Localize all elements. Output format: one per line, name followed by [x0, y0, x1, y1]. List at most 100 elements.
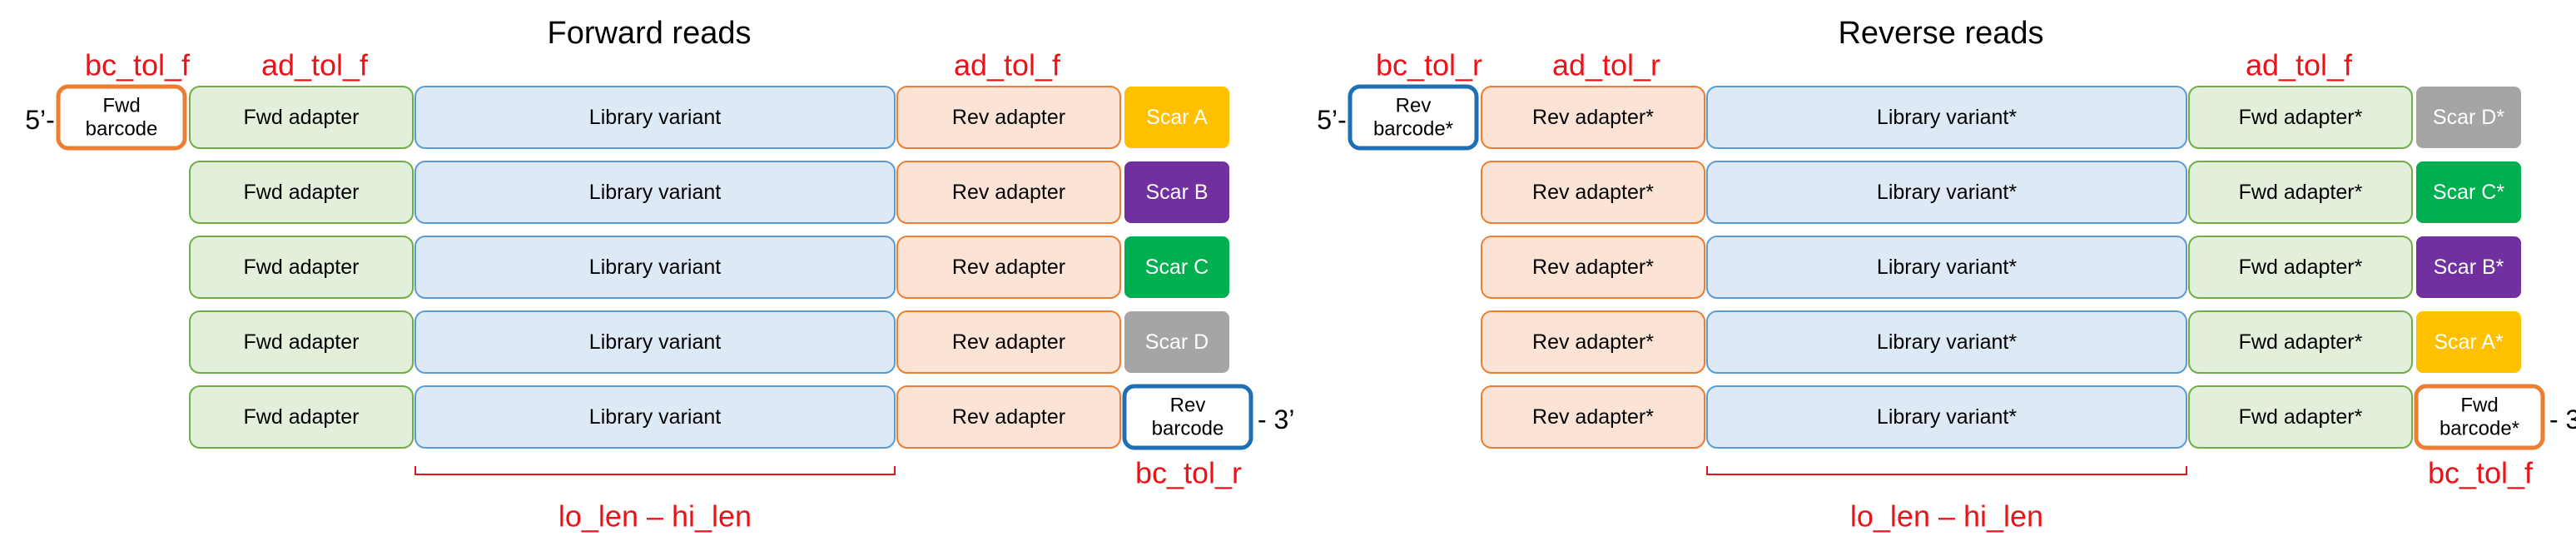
three-prime-label: - 3’ — [1258, 405, 1294, 434]
adapter-right-box — [896, 236, 1121, 299]
adapter-right-box — [2188, 86, 2413, 149]
library-variant-box — [414, 385, 896, 449]
adapter-right-label: Rev adapter — [952, 405, 1065, 429]
read-row: Rev adapter* Library variant* Fwd adapter*… — [1481, 86, 2521, 149]
adapter-right-box — [2188, 310, 2413, 374]
adapter-right-label: Rev adapter — [952, 181, 1065, 204]
adapter-left-box — [1481, 236, 1705, 299]
adapter-right-box — [2188, 236, 2413, 299]
library-variant-label: Library variant — [589, 405, 721, 429]
read-row: Rev adapter* Library variant* Fwd adapter*… — [1481, 310, 2521, 374]
tolerance-label-ad-tol-f-right: ad_tol_f — [954, 48, 1061, 82]
tolerance-label-bc-tol-f: bc_tol_f — [2428, 456, 2534, 490]
library-variant-box — [1706, 161, 2187, 224]
library-variant-box — [1706, 236, 2187, 299]
scar-label: Scar D — [1145, 330, 1209, 354]
adapter-right-label: Fwd adapter* — [2239, 181, 2363, 204]
adapter-right-label: Fwd adapter* — [2239, 106, 2363, 129]
adapter-right-label: Fwd adapter* — [2239, 405, 2363, 429]
scar-label: Scar A* — [2434, 330, 2504, 354]
adapter-left-label: Fwd adapter — [244, 256, 360, 279]
scar-label: Scar C — [1145, 256, 1209, 279]
adapter-left-box — [189, 236, 414, 299]
adapter-left-label: Rev adapter* — [1532, 330, 1654, 354]
read-row: Rev adapter* Library variant* Fwd adapter*… — [1481, 161, 2521, 224]
adapter-left-box — [1481, 310, 1705, 374]
library-variant-label: Library variant — [589, 181, 721, 204]
tolerance-label-bc-tol-r: bc_tol_r — [1376, 48, 1482, 82]
end-barcode-box — [2414, 384, 2545, 450]
adapter-left-box — [1481, 86, 1705, 149]
scar-box — [1124, 311, 1229, 373]
scar-label: Scar B* — [2434, 256, 2504, 279]
scar-box — [2416, 236, 2521, 298]
adapter-right-label: Rev adapter — [952, 106, 1065, 129]
start-barcode-box — [56, 84, 187, 151]
tolerance-label-ad-tol-r: ad_tol_r — [1552, 48, 1660, 82]
length-range-label: lo_len – hi_len — [558, 499, 752, 534]
adapter-right-label: Fwd adapter* — [2239, 330, 2363, 354]
three-prime-label: - 3’ — [2549, 405, 2576, 434]
adapter-right-label: Fwd adapter* — [2239, 256, 2363, 279]
scar-box — [1124, 161, 1229, 223]
adapter-left-box — [189, 385, 414, 449]
library-variant-label: Library variant* — [1877, 330, 2017, 354]
adapter-left-box — [189, 161, 414, 224]
adapter-right-box — [896, 385, 1121, 449]
library-variant-label: Library variant — [589, 106, 721, 129]
library-variant-label: Library variant* — [1877, 256, 2017, 279]
adapter-left-label: Fwd adapter — [244, 405, 360, 429]
library-variant-box — [414, 161, 896, 224]
scar-box — [2416, 161, 2521, 223]
scar-box — [2416, 311, 2521, 373]
library-variant-label: Library variant* — [1877, 405, 2017, 429]
tolerance-label-ad-tol-f-left: ad_tol_f — [261, 48, 369, 82]
end-barcode-box — [1122, 384, 1253, 450]
read-row: Rev adapter* Library variant* Fwd adapter* — [1481, 385, 2413, 449]
read-row: Rev adapter* Library variant* Fwd adapter*… — [1481, 236, 2521, 299]
adapter-right-box — [896, 161, 1121, 224]
adapter-left-label: Fwd adapter — [244, 181, 360, 204]
library-variant-label: Library variant — [589, 256, 721, 279]
adapter-left-box — [1481, 161, 1705, 224]
read-row: Fwd adapter Library variant Rev adapter — [189, 385, 1121, 449]
library-variant-box — [1706, 86, 2187, 149]
five-prime-label: 5’- — [25, 105, 55, 135]
library-variant-label: Library variant* — [1877, 106, 2017, 129]
panel-title: Forward reads — [548, 16, 752, 51]
adapter-left-label: Rev adapter* — [1532, 106, 1654, 129]
panel-title: Reverse reads — [1838, 16, 2043, 51]
adapter-left-box — [189, 86, 414, 149]
adapter-right-box — [2188, 385, 2413, 449]
library-variant-box — [1706, 385, 2187, 449]
scar-box — [2416, 87, 2521, 148]
library-variant-box — [414, 236, 896, 299]
scar-box — [1124, 87, 1229, 148]
length-bracket — [1706, 466, 2187, 475]
five-prime-label: 5’- — [1317, 105, 1347, 135]
library-variant-label: Library variant* — [1877, 181, 2017, 204]
adapter-left-label: Rev adapter* — [1532, 405, 1654, 429]
adapter-left-label: Rev adapter* — [1532, 256, 1654, 279]
adapter-left-label: Rev adapter* — [1532, 181, 1654, 204]
adapter-left-box — [1481, 385, 1705, 449]
length-bracket — [414, 466, 896, 475]
scar-box — [1124, 236, 1229, 298]
tolerance-label-bc-tol-r: bc_tol_r — [1135, 456, 1242, 490]
length-range-label: lo_len – hi_len — [1850, 499, 2043, 534]
reverse-reads-panel: Reverse reads bc_tol_r ad_tol_r ad_tol_f bc_… — [1317, 16, 2576, 534]
library-variant-box — [414, 86, 896, 149]
adapter-right-box — [896, 310, 1121, 374]
library-variant-box — [414, 310, 896, 374]
tolerance-label-ad-tol-f: ad_tol_f — [2246, 48, 2353, 82]
